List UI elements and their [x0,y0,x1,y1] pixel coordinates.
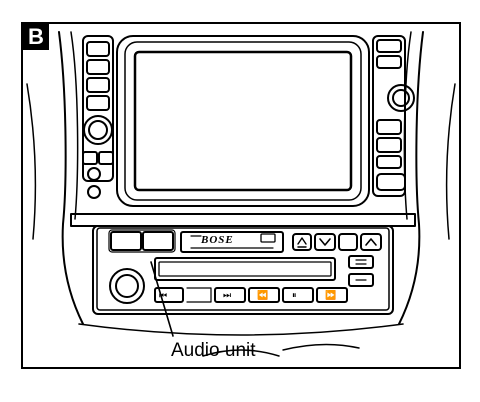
audio-unit [92,225,394,315]
figure-frame: B [21,22,461,369]
audio-unit-label: Audio unit [171,340,256,361]
prev-track-icon: ⏮ [159,290,168,300]
next-track-icon: ⏭ [223,290,232,300]
right-control-column [372,35,415,197]
bose-logo: BOSE [201,234,234,246]
console-ledge [70,213,416,227]
callout-leader-line [150,261,174,337]
dashboard-drawing [26,31,456,357]
bezel-contours [26,31,456,357]
navigation-display [116,35,370,207]
pause-icon: ⏸ [292,290,297,300]
left-control-column [82,35,114,199]
rewind-icon: ⏪ [257,290,269,300]
fast-forward-icon: ⏩ [325,290,337,300]
figure-badge: B [23,24,49,50]
